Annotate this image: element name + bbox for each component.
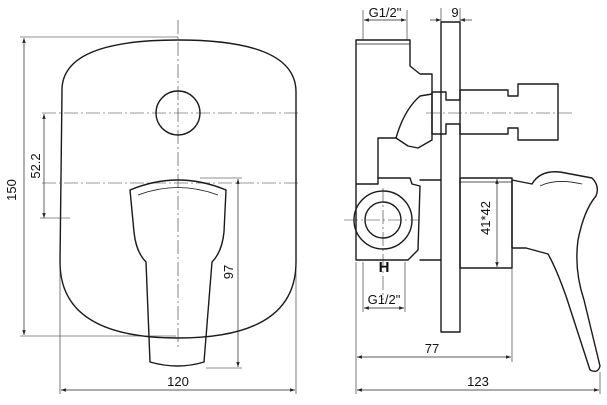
diverter-stem xyxy=(431,83,559,141)
lever-handle-side xyxy=(511,171,601,373)
mounting-plate xyxy=(440,21,461,333)
diverter-knob xyxy=(155,90,201,136)
dim-label-spacing: 52.2 xyxy=(28,153,43,178)
dim-label-width: 120 xyxy=(167,374,189,389)
dim-label-height-total: 150 xyxy=(4,179,19,201)
side-view: H G1/2" 9 41*42 G1/2" 77 123 xyxy=(344,5,601,394)
valve-body-upper xyxy=(355,39,433,185)
dim-label-depth-body: 77 xyxy=(425,341,439,356)
lever-handle-side-inner xyxy=(539,181,583,187)
valve-body-lower xyxy=(355,177,421,261)
dim-label-plate: 9 xyxy=(451,5,458,20)
valve-body-neck xyxy=(395,93,433,139)
dim-label-bottom-thread: G1/2" xyxy=(368,292,401,307)
dim-label-body-size: 41*42 xyxy=(478,201,493,235)
dim-label-top-thread: G1/2" xyxy=(369,5,402,20)
lever-handle-front xyxy=(129,179,227,367)
cover-plate-outline xyxy=(59,39,297,339)
cartridge-sleeve xyxy=(419,179,442,261)
inlet-mark-h: H xyxy=(379,259,390,276)
lever-handle-inner-edge xyxy=(137,187,219,196)
dim-label-depth-total: 123 xyxy=(467,374,489,389)
dim-label-lever-height: 97 xyxy=(221,265,236,279)
front-view: 150 52.2 97 120 xyxy=(4,20,300,394)
